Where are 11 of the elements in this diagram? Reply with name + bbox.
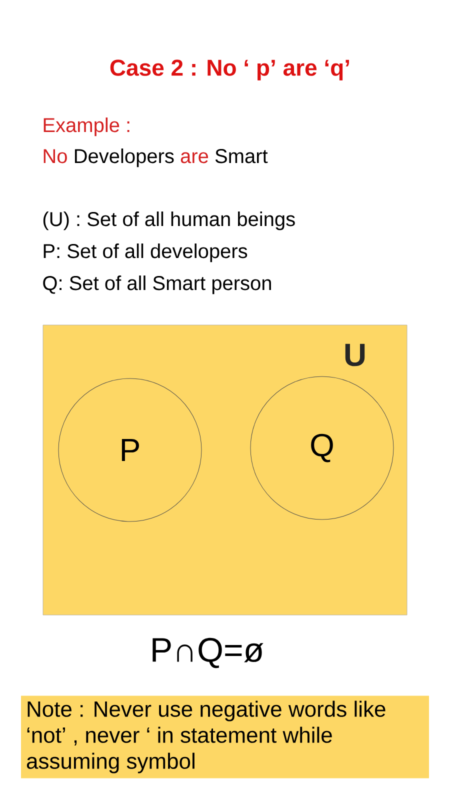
label: Developers	[74, 148, 174, 168]
label: Smart	[215, 149, 268, 164]
note-box: Note : Never use negative words like ‘not’ , never ‘ in statement while assuming symbol	[21, 696, 429, 778]
title: Case 2 : No ‘ p’ are ‘q’	[110, 60, 349, 80]
label: No	[44, 149, 67, 164]
example-heading: Example :	[44, 118, 130, 136]
definition-text: P: Set of all developers	[44, 244, 248, 262]
example-sentence: No Developers are Smart	[44, 148, 268, 168]
definition-text: Q: Set of all Smart person	[43, 276, 271, 294]
definition-text: (U) : Set of all human beings	[43, 212, 295, 230]
label: are	[180, 152, 208, 164]
